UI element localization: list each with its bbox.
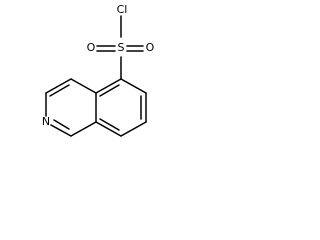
bond-n2-c1 (50, 124, 72, 137)
bond-c4-c3-inner (49, 84, 70, 97)
atom-label-s: S (118, 41, 125, 54)
atom-label-n: N (42, 115, 50, 128)
bond-c5-c6 (120, 78, 147, 94)
bond-n2-c1-inner (53, 119, 70, 130)
bond-c4-c3 (45, 78, 72, 94)
atom-label-o-right: O (146, 41, 155, 54)
bond-c4a-c4 (70, 78, 97, 94)
atom-label-o-left: O (87, 41, 96, 54)
bond-c4a-c5-inner (99, 84, 120, 97)
bond-c8-c8a-inner (99, 118, 120, 131)
chemical-structure: Cl S O O N (42, 3, 155, 137)
bond-c7-c8 (120, 121, 147, 137)
bond-c8-c8a (95, 121, 122, 137)
atom-label-cl: Cl (117, 3, 128, 16)
bond-c1-c8a (70, 121, 97, 137)
bond-c4a-c5 (95, 78, 122, 94)
